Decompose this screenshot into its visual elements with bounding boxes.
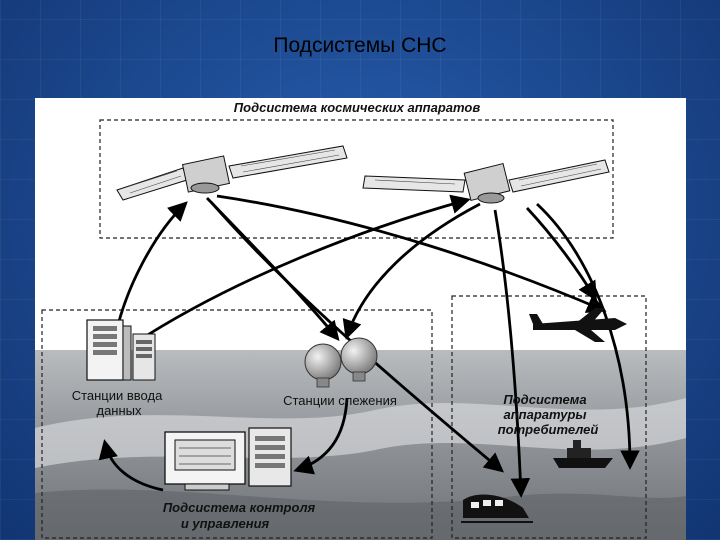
radar-dome-icon — [340, 337, 378, 382]
satellite-icon — [116, 145, 348, 201]
user-subsystem-label-line1: Подсистема — [503, 392, 586, 407]
tracking-label: Станции слежения — [283, 393, 397, 408]
snc-diagram: Подсистема космических аппаратов — [35, 98, 686, 540]
control-subsystem-box — [41, 309, 433, 539]
train-icon — [461, 494, 533, 523]
server-rack-icon — [86, 319, 156, 381]
arrow-control-to-input — [98, 439, 164, 492]
arrow-input-to-sat2 — [134, 194, 471, 345]
user-subsystem-label-line3: потребителей — [498, 422, 599, 437]
arrow-sat2-to-airplane — [525, 207, 598, 302]
control-subsystem-label-line1: Подсистема контроля — [163, 500, 316, 515]
user-subsystem-box — [451, 295, 647, 539]
satellite-icon — [362, 159, 610, 204]
user-subsystem-label-line2: аппаратуры — [503, 407, 586, 422]
arrow-sat2-to-train — [493, 209, 531, 498]
arrow-sat2-to-ship — [536, 202, 640, 470]
arrow-tracking-to-control — [293, 397, 349, 475]
slide-title: Подсистемы СНС — [273, 34, 447, 57]
airplane-icon — [529, 308, 627, 342]
computer-terminal-icon — [164, 427, 292, 491]
data-input-label-line2: данных — [96, 403, 142, 418]
ship-icon — [553, 440, 613, 468]
arrow-sat2-to-tracking — [342, 202, 481, 340]
arrow-sat1-to-airplane — [216, 194, 607, 313]
radar-dome-icon — [304, 343, 342, 388]
data-input-label-line1: Станции ввода — [72, 388, 163, 403]
field-texture — [35, 489, 686, 540]
sky-area — [35, 98, 686, 350]
control-subsystem-label-line2: и управления — [181, 516, 270, 531]
space-subsystem-label: Подсистема космических аппаратов — [234, 100, 481, 115]
